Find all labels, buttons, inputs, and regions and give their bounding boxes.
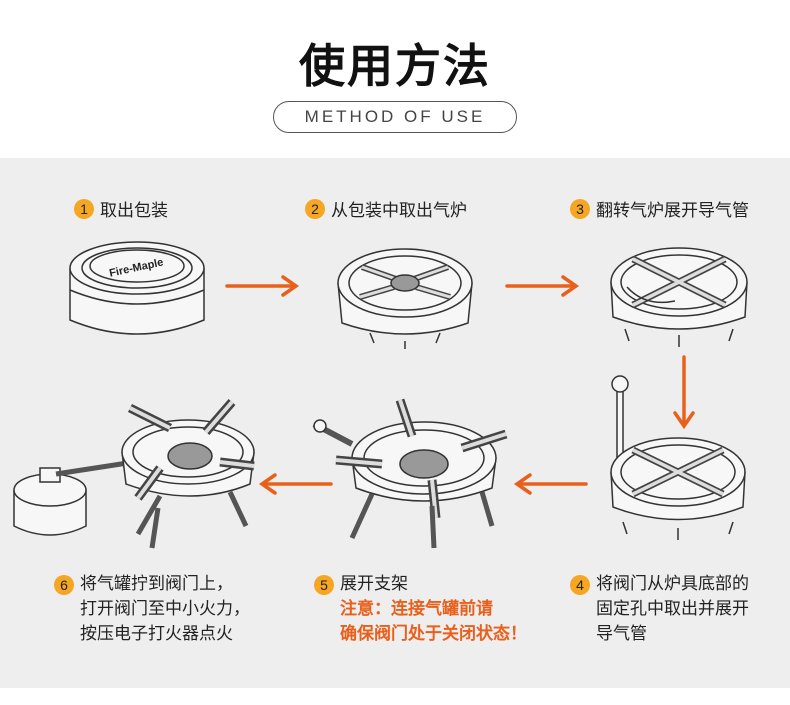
step-number-badge: 4 [570, 574, 590, 595]
arrow-left-icon [513, 473, 588, 495]
step-1-label: 1 取出包装 [74, 196, 168, 221]
step-number-badge: 3 [570, 198, 590, 219]
arrow-left-icon [258, 473, 333, 495]
arrow-right-icon [225, 275, 300, 297]
step-number-badge: 1 [74, 198, 94, 219]
warning-text: 注意：连接气罐前请 [340, 599, 493, 619]
flipped-stove-illustration [610, 247, 748, 347]
step-5-text: 5 展开支架 注意：连接气罐前请 确保阀门处于关闭状态！ [314, 572, 527, 647]
step-6-text: 6 将气罐拧到阀门上， 打开阀门至中小火力， 按压电子打火器点火 [54, 572, 250, 647]
step-number-badge: 2 [305, 198, 325, 219]
step-text: 打开阀门至中小火力， [80, 599, 250, 619]
subtitle-pill: METHOD OF USE [273, 101, 517, 133]
connected-stove-illustration [13, 399, 255, 549]
page-title: 使用方法 [299, 39, 491, 93]
step-text: 导气管 [596, 624, 647, 644]
step-text: 固定孔中取出并展开 [596, 599, 749, 619]
valve-extended-illustration [610, 375, 746, 540]
arrow-down-icon [673, 355, 695, 430]
step-text: 取出包装 [100, 201, 168, 221]
step-4-text: 4 将阀门从炉具底部的 固定孔中取出并展开 导气管 [570, 572, 749, 647]
step-text: 展开支架 [340, 574, 408, 594]
step-3-label: 3 翻转气炉展开导气管 [570, 196, 749, 221]
arrow-right-icon [505, 275, 580, 297]
step-2-label: 2 从包装中取出气炉 [305, 196, 467, 221]
packaged-can-illustration: Fire-Maple [69, 241, 205, 335]
unfolded-stove-illustration [312, 398, 508, 549]
step-text: 将气罐拧到阀门上， [80, 574, 233, 594]
step-number-badge: 5 [314, 574, 334, 595]
step-text: 按压电子打火器点火 [80, 624, 233, 644]
step-text: 将阀门从炉具底部的 [596, 574, 749, 594]
warning-text: 确保阀门处于关闭状态！ [340, 624, 527, 644]
step-text: 从包装中取出气炉 [331, 201, 467, 221]
step-text: 翻转气炉展开导气管 [596, 201, 749, 221]
step-number-badge: 6 [54, 574, 74, 595]
folded-stove-illustration [337, 248, 473, 349]
